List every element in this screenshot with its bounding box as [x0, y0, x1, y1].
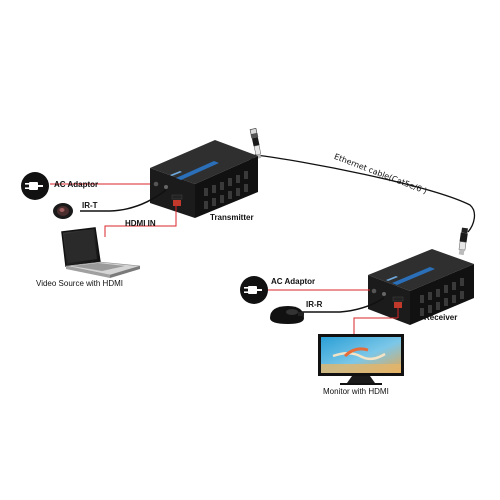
hdmi-port: [394, 302, 402, 308]
monitor-icon: [318, 334, 404, 385]
ir-r-label: IR-R: [306, 300, 323, 309]
ir-receiver-icon: [270, 306, 304, 324]
ir-r-cable: [302, 297, 385, 313]
transmitter-device: [150, 140, 258, 218]
ir-emitter-icon: [53, 203, 73, 219]
transmitter-label: Transmitter: [210, 213, 254, 222]
hdmi-in-label: HDMI IN: [125, 219, 156, 228]
receiver-label: Receiver: [424, 313, 458, 322]
power-port: [371, 288, 377, 294]
video-source-label: Video Source with HDMI: [36, 279, 123, 288]
ir-t-cable: [80, 189, 167, 212]
rj45-connector-icon: [458, 227, 468, 256]
hdmi-cable-rx: [353, 308, 399, 334]
receiver-device: [368, 249, 474, 325]
hdmi-port: [173, 200, 181, 206]
vents: [420, 278, 464, 316]
brand-badge: [176, 161, 219, 180]
laptop-icon: [61, 227, 141, 278]
power-plug-icon: [21, 172, 49, 200]
brand-badge: [392, 267, 435, 285]
power-plug-icon: [240, 276, 268, 304]
monitor-label: Monitor with HDMI: [323, 387, 389, 396]
ir-port: [164, 185, 168, 189]
vents: [204, 171, 248, 209]
ir-port: [382, 292, 386, 296]
hdmi-cable-tx: [104, 205, 177, 237]
ir-t-label: IR-T: [82, 201, 98, 210]
ac-adaptor-tx-label: AC Adaptor: [54, 180, 99, 189]
power-port: [153, 181, 159, 187]
ethernet-cable: [254, 154, 476, 233]
ac-adaptor-rx-label: AC Adaptor: [271, 277, 316, 286]
